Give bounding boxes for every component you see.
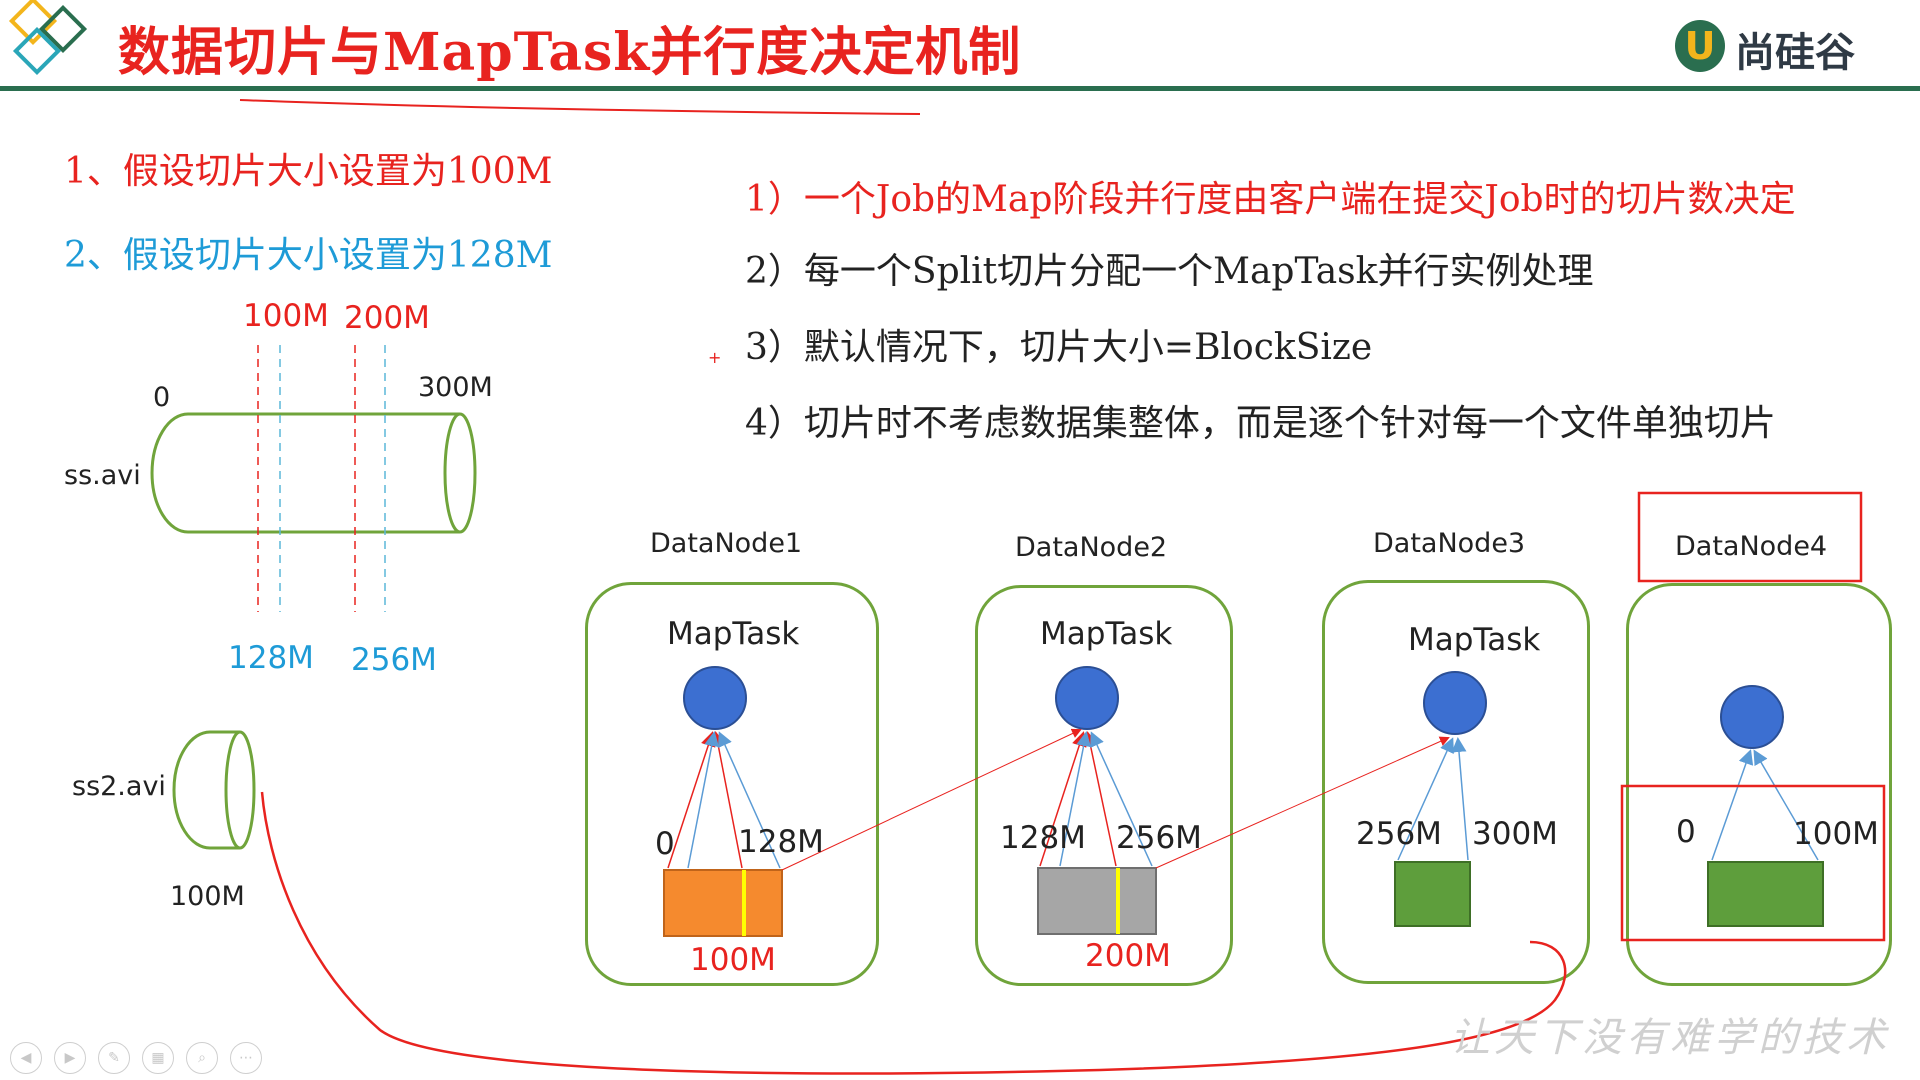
datanode1-name: DataNode1 — [650, 528, 803, 559]
file2-size: 100M — [170, 881, 245, 912]
datanode3-left-label: 256M — [1356, 816, 1442, 852]
datanode2-name: DataNode2 — [1015, 532, 1168, 563]
block-3 — [1394, 861, 1471, 927]
header-divider — [0, 86, 1920, 91]
more-icon[interactable]: ⋯ — [230, 1042, 262, 1074]
cut-200m-label: 200M — [344, 300, 430, 336]
file2-cylinder — [172, 730, 256, 850]
brand-logo-icon: U — [1675, 20, 1725, 72]
rule-2: 2）每一个Split切片分配一个MapTask并行实例处理 — [745, 251, 1594, 292]
assumption-128m: 2、假设切片大小设置为128M — [64, 235, 553, 276]
brand-name: 尚硅谷 — [1735, 30, 1855, 76]
datanode3-task-label: MapTask — [1408, 622, 1541, 658]
datanode3-right-label: 300M — [1472, 816, 1558, 852]
ss2-to-datanode4-curve — [260, 791, 1567, 1075]
datanode4-right-label: 100M — [1793, 816, 1879, 852]
file1-start-label: 0 — [153, 382, 171, 413]
block-2 — [1037, 867, 1157, 935]
page-title: 数据切片与MapTask并行度决定机制 — [118, 22, 1022, 83]
cut-100m-label: 100M — [243, 298, 329, 334]
datanode1-left-label: 0 — [655, 826, 675, 862]
file2-name: ss2.avi — [72, 771, 166, 802]
datanode4-block-highlight — [1620, 784, 1886, 942]
prev-icon[interactable]: ◀ — [10, 1042, 42, 1074]
datanode4-name: DataNode4 — [1675, 531, 1828, 562]
datanode4-label-highlight — [1637, 491, 1863, 583]
datanode1-bottom-label: 100M — [690, 942, 776, 978]
cut-128m-label: 128M — [228, 640, 314, 676]
maptask-circle-1 — [683, 666, 747, 730]
title-underline — [239, 99, 921, 115]
datanode1-right-label: 128M — [738, 824, 824, 860]
zoom-icon[interactable]: ⌕ — [186, 1042, 218, 1074]
rule-4: 4）切片时不考虑数据集整体，而是逐个针对每一个文件单独切片 — [745, 403, 1776, 444]
pen-icon[interactable]: ✎ — [98, 1042, 130, 1074]
maptask-circle-4 — [1720, 685, 1784, 749]
maptask-circle-2 — [1055, 666, 1119, 730]
datanode2-bottom-label: 200M — [1085, 938, 1171, 974]
datanode4-left-label: 0 — [1676, 814, 1696, 850]
datanode2-right-label: 256M — [1116, 820, 1202, 856]
datanode2-left-label: 128M — [1000, 820, 1086, 856]
next-icon[interactable]: ▶ — [54, 1042, 86, 1074]
maptask-circle-3 — [1423, 671, 1487, 735]
file1-end-label: 300M — [418, 372, 493, 403]
block-4 — [1707, 861, 1824, 927]
datanode3-name: DataNode3 — [1373, 528, 1526, 559]
rule-3: 3）默认情况下，切片大小=BlockSize — [745, 327, 1373, 368]
assumption-100m: 1、假设切片大小设置为100M — [64, 151, 553, 192]
block-1 — [663, 869, 783, 937]
cut-256m-label: 256M — [351, 642, 437, 678]
file1-cylinder — [150, 412, 477, 534]
file1-name: ss.avi — [64, 460, 141, 491]
datanode2-task-label: MapTask — [1040, 616, 1173, 652]
watermark: 让天下没有难学的技术 — [1450, 1015, 1890, 1061]
plus-mark: + — [708, 348, 722, 367]
datanode1-task-label: MapTask — [667, 616, 800, 652]
rule-1: 1）一个Job的Map阶段并行度由客户端在提交Job时的切片数决定 — [745, 179, 1796, 220]
logo-diamonds-icon — [8, 0, 88, 76]
grid-icon[interactable]: ▦ — [142, 1042, 174, 1074]
